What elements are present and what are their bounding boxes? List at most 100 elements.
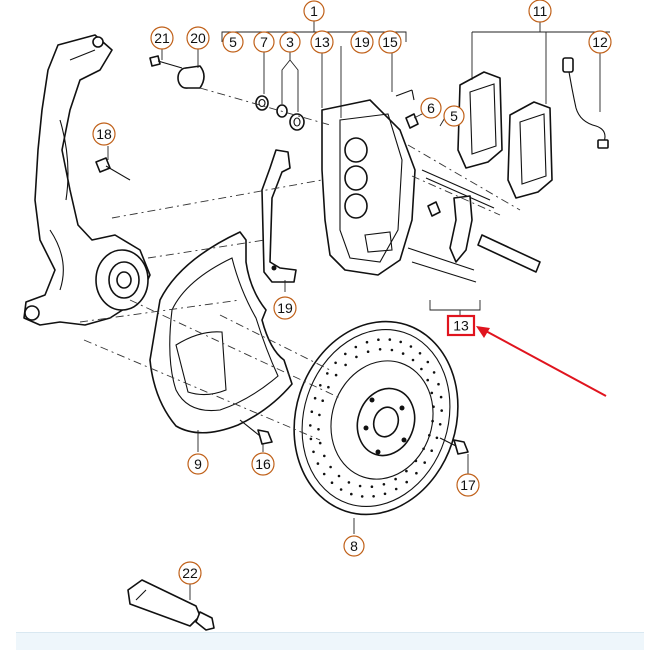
- callout-15[interactable]: 15: [378, 30, 402, 54]
- svg-text:19: 19: [277, 300, 293, 316]
- svg-text:11: 11: [533, 3, 548, 19]
- disc-drill-hole: [329, 465, 332, 469]
- disc-drill-hole: [319, 384, 322, 387]
- disc-drill-hole: [439, 395, 443, 399]
- disc-drill-hole: [390, 348, 394, 352]
- callout-19b[interactable]: 19: [273, 296, 297, 320]
- callout-5b[interactable]: 5: [443, 105, 465, 127]
- disc-drill-hole: [435, 436, 439, 440]
- svg-text:13: 13: [314, 34, 330, 50]
- svg-text:5: 5: [229, 34, 237, 50]
- bolt-16: [239, 419, 273, 445]
- disc-drill-hole: [323, 454, 326, 458]
- disc-drill-hole: [318, 441, 322, 445]
- highlighted-callout-13[interactable]: 13: [446, 314, 476, 337]
- disc-drill-hole: [431, 419, 434, 423]
- wear-sensor: [562, 57, 609, 149]
- disc-drill-hole: [423, 461, 427, 464]
- disc-drill-hole: [422, 447, 425, 451]
- svg-text:12: 12: [592, 34, 608, 50]
- callout-13[interactable]: 13: [310, 30, 334, 54]
- callout-labels: 1 5 7 3 13 19 15 11 12 21 20 6 5 18 19 9…: [92, 0, 612, 585]
- disc-drill-hole: [437, 382, 440, 386]
- disc-drill-hole: [394, 487, 398, 491]
- brake-disc: [293, 320, 459, 516]
- disc-drill-hole: [428, 434, 431, 437]
- highlight-arrow: [476, 326, 607, 397]
- disc-drill-hole: [358, 484, 362, 488]
- svg-text:13: 13: [453, 318, 469, 334]
- caliper-bracket: [261, 149, 297, 283]
- footer-bar: [16, 632, 644, 650]
- brake-pad-left: [457, 71, 503, 169]
- callout-1[interactable]: 1: [303, 0, 325, 22]
- steering-knuckle: [23, 34, 151, 326]
- disc-drill-hole: [347, 481, 351, 484]
- disc-drill-hole: [430, 449, 434, 453]
- disc-drill-hole: [326, 372, 329, 375]
- disc-drill-hole: [317, 428, 320, 431]
- bleed-screw: [395, 89, 419, 129]
- disc-drill-hole: [420, 367, 423, 371]
- callout-8[interactable]: 8: [343, 535, 365, 557]
- disc-drill-hole: [378, 348, 382, 351]
- callout-18[interactable]: 18: [92, 122, 116, 146]
- callout-17[interactable]: 17: [456, 473, 480, 497]
- bolt-17: [439, 437, 469, 455]
- callout-20[interactable]: 20: [186, 26, 210, 50]
- callout-22[interactable]: 22: [178, 561, 202, 585]
- svg-text:17: 17: [460, 477, 476, 493]
- disc-drill-hole: [440, 409, 444, 412]
- disc-drill-hole: [316, 462, 320, 465]
- callout-19[interactable]: 19: [350, 30, 374, 54]
- disc-drill-hole: [438, 423, 442, 426]
- svg-text:3: 3: [286, 34, 294, 50]
- disc-drill-hole: [310, 410, 314, 414]
- disc-drill-hole: [401, 352, 405, 355]
- disc-drill-hole: [327, 385, 330, 389]
- callout-9[interactable]: 9: [187, 453, 209, 475]
- disc-drill-hole: [350, 492, 353, 496]
- disc-drill-hole: [426, 378, 430, 382]
- disc-drill-hole: [432, 371, 436, 374]
- callout-6[interactable]: 6: [420, 97, 442, 119]
- disc-drill-hole: [399, 340, 403, 344]
- svg-text:1: 1: [310, 3, 318, 19]
- disc-drill-hole: [366, 350, 370, 354]
- disc-drill-hole: [355, 355, 358, 359]
- disc-drill-hole: [415, 471, 418, 475]
- seal-3: [276, 104, 305, 131]
- callout-11[interactable]: 11: [528, 0, 552, 23]
- disc-drill-hole: [426, 360, 430, 364]
- svg-text:8: 8: [350, 538, 358, 554]
- disc-drill-hole: [312, 450, 315, 454]
- callout-16[interactable]: 16: [251, 452, 275, 476]
- svg-text:15: 15: [382, 34, 398, 50]
- callout-12[interactable]: 12: [588, 30, 612, 54]
- bolt-21: [149, 55, 183, 69]
- disc-drill-hole: [321, 399, 325, 403]
- disc-drill-hole: [309, 424, 312, 427]
- callout-7[interactable]: 7: [253, 31, 275, 53]
- callout-21[interactable]: 21: [150, 26, 174, 50]
- disc-drill-hole: [330, 481, 334, 485]
- disc-drill-hole: [388, 338, 392, 341]
- grease-tube: [127, 579, 215, 631]
- disc-drill-hole: [360, 495, 364, 498]
- assembly-lines: [79, 87, 521, 441]
- callout-3[interactable]: 3: [279, 31, 301, 53]
- disc-drill-hole: [334, 361, 337, 365]
- disc-drill-hole: [339, 488, 343, 491]
- disc-drill-hole: [430, 391, 434, 395]
- disc-drill-hole: [372, 495, 375, 498]
- callout-5[interactable]: 5: [222, 31, 244, 53]
- disc-drill-hole: [382, 483, 386, 486]
- bushing-20: [177, 65, 205, 89]
- disc-drill-hole: [344, 352, 347, 356]
- disc-drill-hole: [377, 338, 380, 342]
- brake-caliper: [321, 99, 416, 276]
- disc-drill-hole: [383, 492, 387, 496]
- disc-drill-hole: [337, 474, 341, 478]
- brake-pad-right: [507, 101, 553, 199]
